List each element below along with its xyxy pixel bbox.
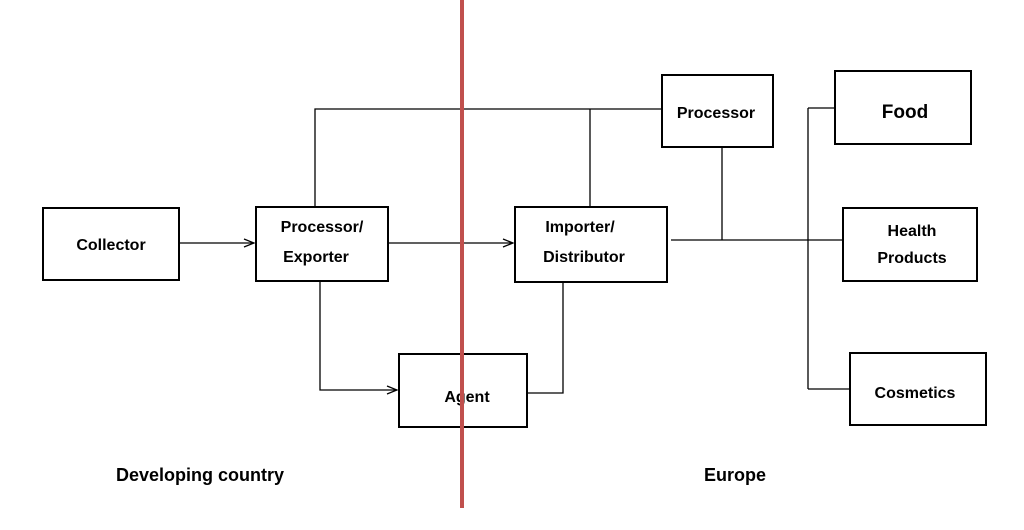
edge-importer-distributor-to-agent	[527, 282, 564, 394]
node-health-products-label-line2: Products	[877, 250, 946, 267]
node-importer-distributor: Importer/ Distributor	[514, 206, 668, 283]
node-processor-label: Processor	[677, 105, 755, 122]
node-collector-label: Collector	[76, 237, 145, 254]
connectors	[180, 107, 850, 394]
region-label-europe: Europe	[704, 465, 766, 485]
edge-processor-exporter-to-processor	[314, 108, 662, 207]
node-food-label: Food	[882, 102, 928, 123]
node-cosmetics-label: Cosmetics	[875, 385, 956, 402]
node-processor: Processor	[661, 74, 774, 148]
node-processor-exporter-label-line1: Processor/	[281, 219, 364, 236]
edge-processor-exporter-to-agent	[319, 281, 397, 390]
node-health-products: Health Products	[842, 207, 978, 282]
node-processor-exporter: Processor/ Exporter	[255, 206, 389, 282]
node-collector: Collector	[42, 207, 180, 281]
node-agent-label: Agent	[444, 389, 490, 406]
node-importer-distributor-label-line1: Importer/	[545, 219, 615, 236]
region-label-developing-country: Developing country	[116, 465, 284, 485]
node-importer-distributor-label-line2: Distributor	[543, 249, 625, 266]
node-cosmetics: Cosmetics	[849, 352, 987, 426]
node-food: Food	[834, 70, 972, 145]
node-health-products-label-line1: Health	[888, 223, 937, 240]
node-processor-exporter-label-line2: Exporter	[283, 249, 349, 266]
